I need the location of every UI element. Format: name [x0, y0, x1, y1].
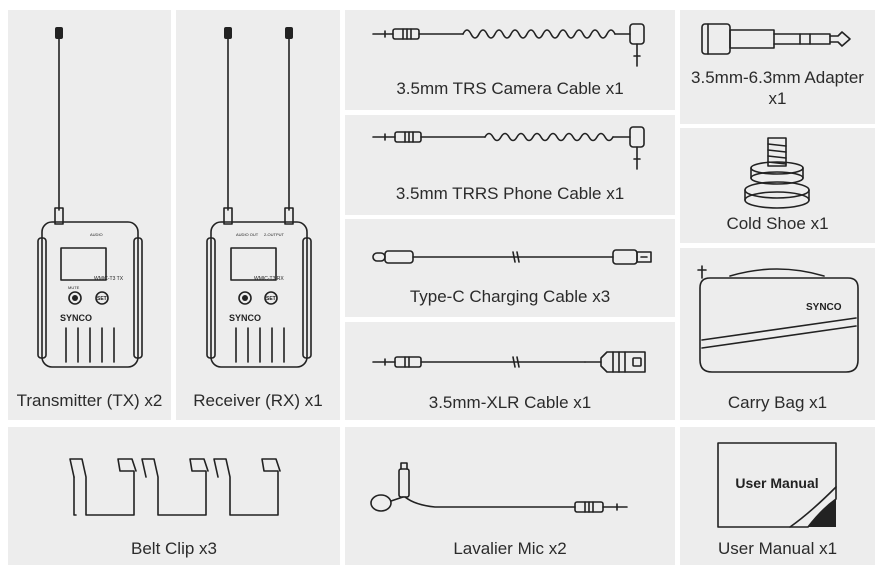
xlr-cable-illustration [372, 351, 646, 373]
svg-text:2-OUTPUT: 2-OUTPUT [264, 232, 285, 237]
svg-text:SET: SET [97, 296, 107, 302]
adapter-illustration [701, 23, 851, 55]
trrs-cable-label: 3.5mm TRRS Phone Cable x1 [395, 184, 625, 203]
belt-clip-illustration [69, 458, 281, 516]
typec-cable-illustration [372, 249, 652, 265]
belt-clip-cell: Belt Clip x3 [8, 427, 340, 565]
carry-bag-cell: SYNCO Carry Bag x1 [680, 248, 875, 420]
receiver-label: Receiver (RX) x1 [193, 391, 323, 410]
user-manual-label: User Manual x1 [717, 539, 838, 558]
adapter-label: 3.5mm-6.3mm Adapter x1 [691, 68, 864, 108]
user-manual-cell: User Manual User Manual x1 [680, 427, 875, 565]
lavalier-illustration [370, 462, 628, 513]
cold-shoe-illustration [744, 137, 810, 209]
receiver-cell: WMIC-T3 RX SET SYNCO AUDIO OUT 2-OUTPUT … [176, 10, 340, 420]
receiver-model-text: WMIC-T3 RX [254, 276, 284, 282]
transmitter-label: Transmitter (TX) x2 [16, 391, 163, 410]
carry-bag-label: Carry Bag x1 [727, 393, 828, 412]
trs-cable-cell: 3.5mm TRS Camera Cable x1 [345, 10, 675, 110]
transmitter-illustration: WMIC-T3 TX SET MUTE SYNCO AUDIO [37, 27, 143, 368]
adapter-cell: 3.5mm-6.3mm Adapter x1 [680, 10, 875, 124]
svg-text:AUDIO: AUDIO [90, 232, 103, 237]
svg-text:SET: SET [266, 296, 276, 302]
typec-cable-cell: Type-C Charging Cable x3 [345, 219, 675, 317]
carry-bag-illustration: SYNCO [697, 265, 859, 373]
transmitter-cell: WMIC-T3 TX SET MUTE SYNCO AUDIO Transmit… [8, 10, 171, 420]
receiver-illustration: WMIC-T3 RX SET SYNCO AUDIO OUT 2-OUTPUT [206, 27, 312, 368]
user-manual-cover-title: User Manual [735, 475, 818, 491]
xlr-cable-cell: 3.5mm-XLR Cable x1 [345, 322, 675, 420]
transmitter-brand: SYNCO [60, 313, 92, 323]
svg-text:MUTE: MUTE [68, 285, 80, 290]
user-manual-illustration: User Manual [717, 442, 837, 528]
trrs-cable-cell: 3.5mm TRRS Phone Cable x1 [345, 115, 675, 215]
receiver-brand: SYNCO [229, 313, 261, 323]
lavalier-cell: Lavalier Mic x2 [345, 427, 675, 565]
cold-shoe-cell: Cold Shoe x1 [680, 128, 875, 243]
typec-cable-label: Type-C Charging Cable x3 [409, 287, 611, 306]
carry-bag-brand: SYNCO [806, 302, 842, 313]
cold-shoe-label: Cold Shoe x1 [726, 214, 829, 233]
svg-text:AUDIO OUT: AUDIO OUT [236, 232, 259, 237]
transmitter-model-text: WMIC-T3 TX [94, 276, 124, 282]
trs-cable-illustration [372, 23, 645, 67]
lavalier-label: Lavalier Mic x2 [453, 539, 567, 558]
trs-cable-label: 3.5mm TRS Camera Cable x1 [396, 79, 624, 98]
belt-clip-label: Belt Clip x3 [131, 539, 217, 558]
trrs-cable-illustration [372, 126, 645, 170]
xlr-cable-label: 3.5mm-XLR Cable x1 [428, 393, 592, 412]
